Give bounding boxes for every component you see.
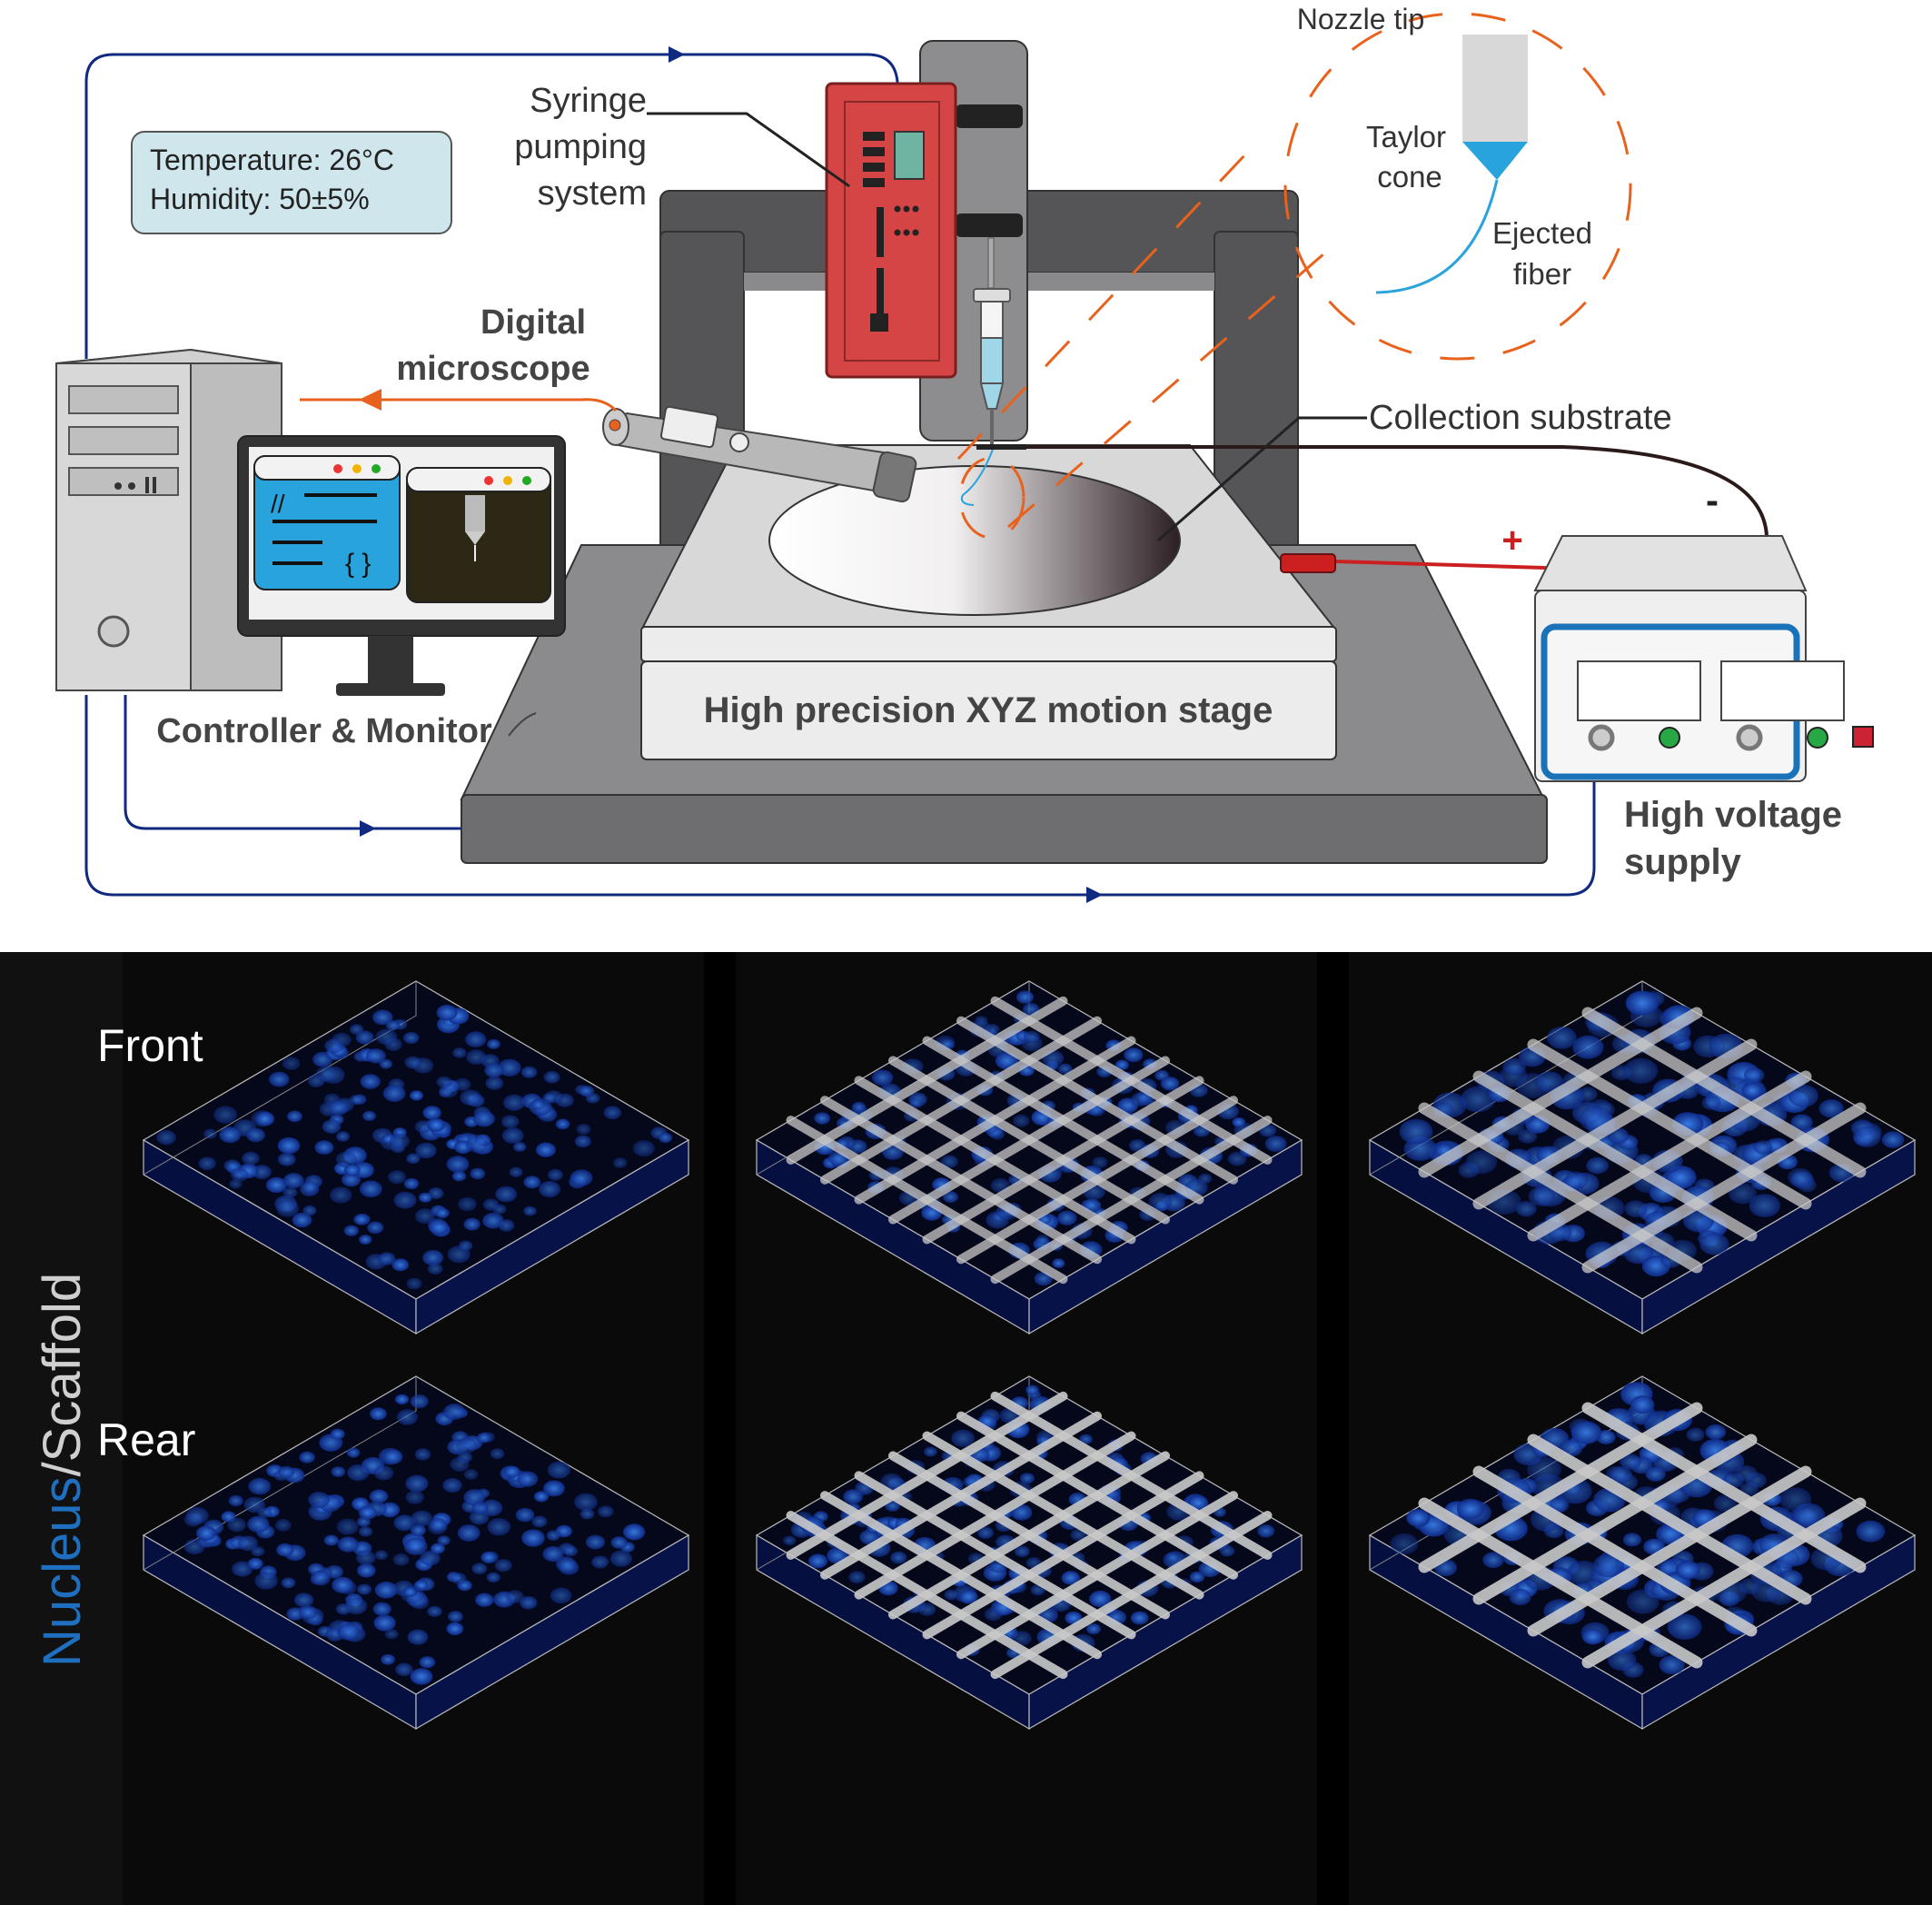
substrate-leader-line bbox=[1157, 416, 1367, 542]
volume-panel-5 bbox=[755, 1375, 1303, 1731]
controller-leader-line bbox=[508, 712, 537, 737]
code-comment-text: // bbox=[271, 490, 285, 518]
syringe-label-line3: system bbox=[538, 174, 647, 213]
supply-label-line2: supply bbox=[1624, 842, 1742, 882]
nozzle-tip bbox=[1462, 35, 1528, 142]
microscope-signal-arrow bbox=[359, 389, 381, 411]
digital-microscope bbox=[602, 405, 917, 503]
pump-display bbox=[894, 131, 925, 180]
current-led-icon bbox=[1807, 727, 1828, 749]
inset-detail: Nozzle tip Taylor cone Ejected fiber bbox=[1297, 3, 1592, 294]
taylor-label-line1: Taylor bbox=[1366, 120, 1446, 154]
environment-box: Temperature: 26°C Humidity: 50±5% bbox=[131, 131, 452, 234]
side-label-nucleus: Nucleus bbox=[33, 1476, 92, 1667]
positive-terminal-sign: + bbox=[1501, 521, 1522, 561]
volume-panel-3 bbox=[1368, 980, 1917, 1335]
side-label-scaffold: Scaffold bbox=[33, 1273, 92, 1463]
volume-panel-2 bbox=[755, 980, 1303, 1335]
wire-supply-loop bbox=[84, 695, 1596, 897]
positive-clip bbox=[1280, 553, 1336, 573]
syringe-pump bbox=[825, 82, 957, 379]
inset-circle bbox=[1283, 12, 1632, 361]
volume-panel-6 bbox=[1368, 1375, 1917, 1731]
volume-panel-4 bbox=[142, 1375, 690, 1731]
microscope-label-line1: Digital bbox=[481, 303, 586, 342]
voltage-led-icon bbox=[1659, 727, 1680, 749]
syringe-leader-line bbox=[647, 112, 850, 188]
microscopy-panels: Front Rear Nucleus/Scaffold bbox=[0, 952, 1932, 1905]
supply-label-line1: High voltage bbox=[1624, 795, 1842, 835]
voltage-display bbox=[1577, 660, 1701, 721]
collection-dish bbox=[768, 465, 1181, 616]
schematic: Temperature: 26°C Humidity: 50±5% bbox=[55, 3, 1874, 903]
current-display bbox=[1720, 660, 1845, 721]
volume-panel-1 bbox=[142, 980, 690, 1335]
code-braces-text: { } bbox=[345, 549, 371, 579]
taylor-label-line2: cone bbox=[1377, 160, 1442, 193]
controller-label: Controller & Monitor bbox=[156, 712, 492, 750]
row-label-rear: Rear bbox=[97, 1414, 195, 1465]
fiber-label-line2: fiber bbox=[1513, 257, 1571, 291]
side-label-slash: / bbox=[33, 1461, 92, 1476]
humidity-text: Humidity: 50±5% bbox=[150, 183, 370, 215]
power-button-icon bbox=[97, 615, 130, 648]
stage-label-box bbox=[640, 660, 1337, 760]
syringe-label-line2: pumping bbox=[514, 128, 647, 166]
fiber-jet bbox=[960, 446, 995, 506]
nozzle-zoom-ellipse bbox=[958, 456, 1025, 540]
taylor-cone bbox=[1462, 142, 1528, 180]
power-switch-icon bbox=[1852, 726, 1874, 748]
substrate-label: Collection substrate bbox=[1369, 399, 1672, 437]
monitor: // { } bbox=[237, 435, 566, 696]
wire-pump-loop bbox=[84, 53, 899, 359]
ejected-fiber bbox=[1375, 179, 1499, 294]
stage-label: High precision XYZ motion stage bbox=[704, 690, 1273, 730]
rail-clamp-top bbox=[956, 104, 1023, 128]
side-label: Nucleus/Scaffold bbox=[33, 1273, 92, 1667]
negative-terminal-sign: - bbox=[1706, 479, 1719, 521]
negative-cable bbox=[1026, 445, 1769, 537]
high-voltage-supply bbox=[1533, 535, 1874, 782]
row-label-front: Front bbox=[97, 1020, 203, 1071]
rail-clamp-bottom bbox=[956, 213, 1023, 237]
voltage-knob-icon bbox=[1588, 724, 1615, 751]
fiber-label-line1: Ejected bbox=[1492, 216, 1592, 250]
temperature-text: Temperature: 26°C bbox=[150, 144, 394, 176]
microscope-label-line2: microscope bbox=[396, 350, 590, 388]
microscope-signal-line bbox=[300, 398, 618, 412]
computer-tower bbox=[55, 348, 282, 691]
inset-projection bbox=[956, 12, 1632, 540]
syringe-label-line1: Syringe bbox=[530, 82, 647, 120]
current-knob-icon bbox=[1736, 724, 1763, 751]
syringe bbox=[973, 237, 1011, 447]
nozzle-tip-label: Nozzle tip bbox=[1297, 3, 1425, 35]
